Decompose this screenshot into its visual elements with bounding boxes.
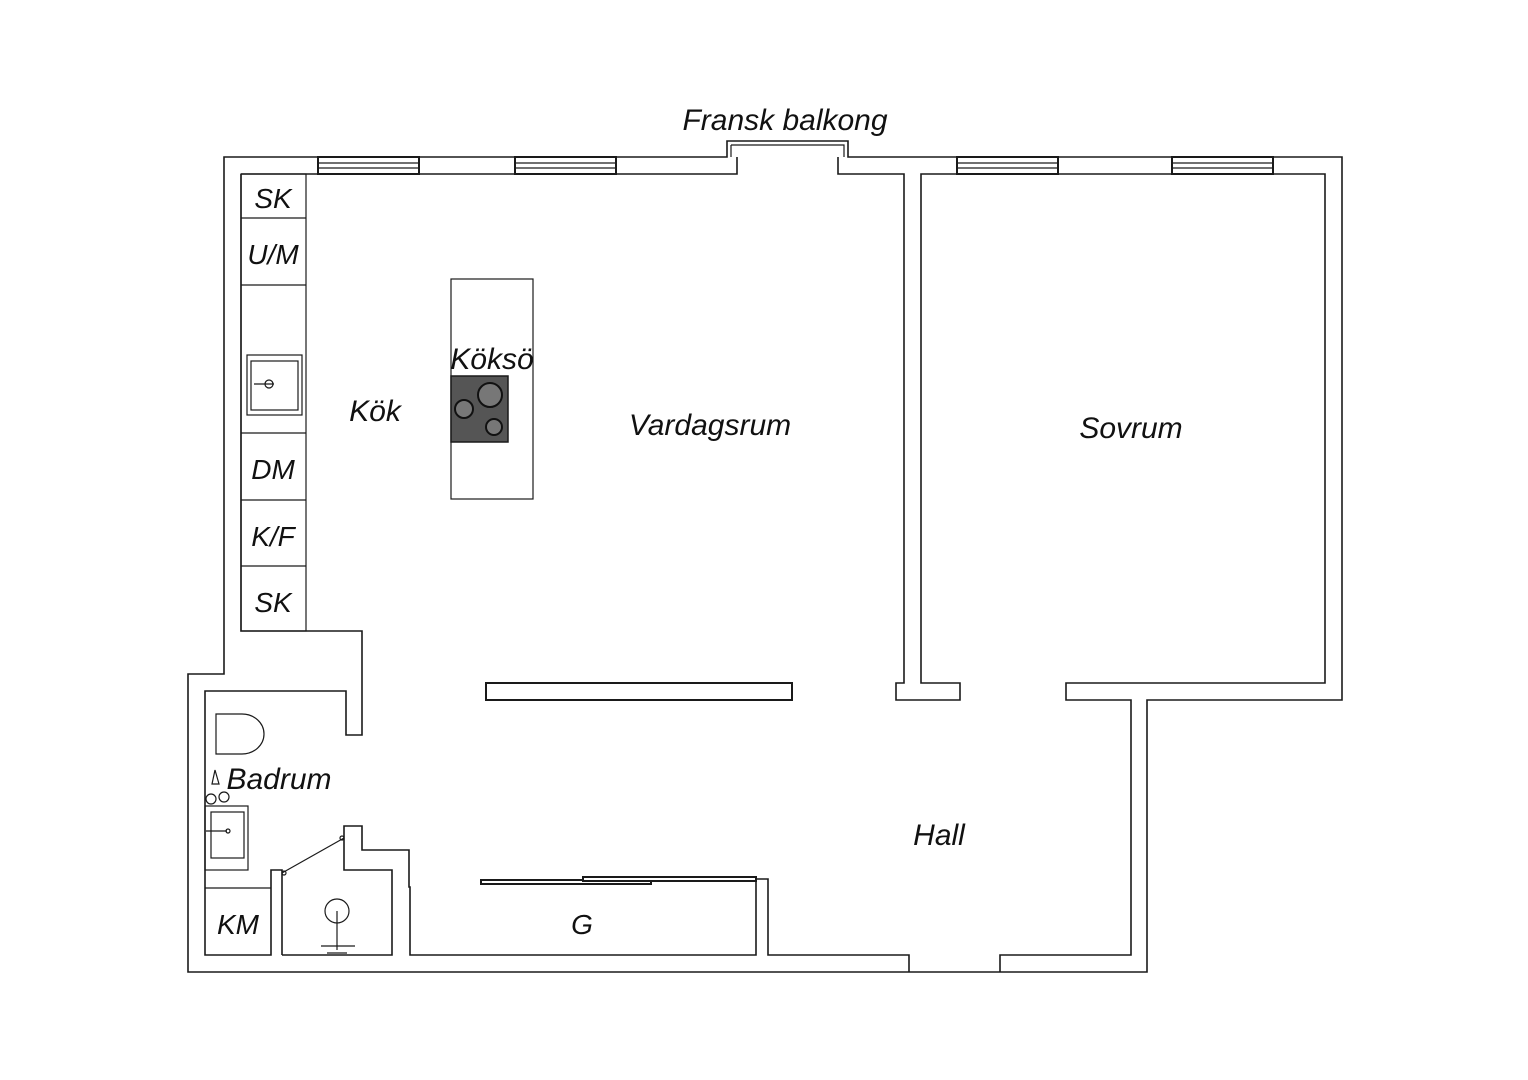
microwave-label: U/M <box>247 239 299 270</box>
window <box>514 156 617 175</box>
kitchen-island <box>450 278 534 500</box>
washbasin-icon <box>204 805 249 871</box>
water-heater-icon <box>321 898 355 954</box>
laundry-label: KM <box>217 909 260 940</box>
kitchen-sink-icon <box>246 354 303 416</box>
shower-icon <box>205 769 230 805</box>
labels: Fransk balkong SK U/M DM K/F SK Kök Köks… <box>217 104 1183 940</box>
outer-walls <box>187 140 1343 973</box>
fridge-label: K/F <box>251 521 296 552</box>
bathroom-door-icon <box>281 835 345 876</box>
dishwasher-label: DM <box>251 454 295 485</box>
hall-label: Hall <box>913 819 966 852</box>
bathroom-fixtures <box>204 713 355 954</box>
bedroom-label: Sovrum <box>1079 412 1182 445</box>
kitchen-counter <box>240 173 307 632</box>
windows <box>317 156 1274 175</box>
wardrobe-label: G <box>571 909 593 940</box>
window <box>317 156 420 175</box>
window <box>1171 156 1274 175</box>
bathroom-label: Badrum <box>226 763 331 796</box>
balcony-label: Fransk balkong <box>682 104 887 137</box>
cabinet-top-label: SK <box>254 183 293 214</box>
toilet-icon <box>215 713 265 755</box>
living-room-label: Vardagsrum <box>629 409 791 442</box>
kitchen-island-label: Köksö <box>450 343 533 376</box>
partition-walls <box>480 682 793 885</box>
kitchen-label: Kök <box>349 395 403 428</box>
hob-icon <box>450 375 509 443</box>
window <box>956 156 1059 175</box>
cabinet-bottom-label: SK <box>254 587 293 618</box>
